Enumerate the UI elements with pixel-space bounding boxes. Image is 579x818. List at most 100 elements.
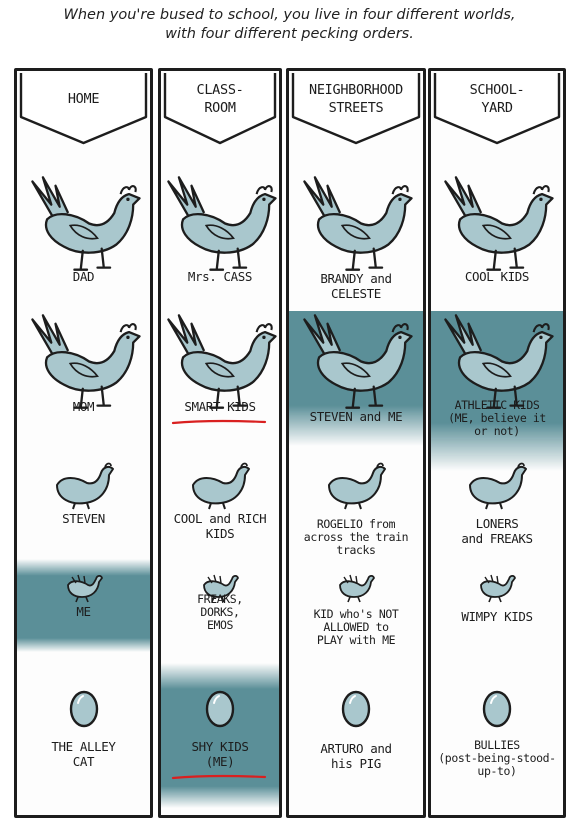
chicken-medium-icon bbox=[469, 462, 527, 510]
column-header: SCHOOL- YARD bbox=[431, 81, 563, 117]
column-header-line: ROOM bbox=[204, 100, 236, 116]
rank-label: WIMPY KIDS bbox=[431, 609, 563, 624]
rank-label-line: (ME) bbox=[205, 754, 235, 769]
rank-label-line: SHY KIDS bbox=[191, 739, 249, 754]
chicken-large-icon bbox=[444, 176, 554, 271]
chicken-small-icon bbox=[66, 574, 103, 603]
rank-label-line: BULLIES bbox=[474, 738, 520, 752]
column-body: CLASS- ROOM Mrs. CASS SMART KIDS COOL and RI… bbox=[161, 71, 279, 815]
column-header-line: HOME bbox=[67, 91, 100, 107]
chicken-large-icon bbox=[30, 314, 141, 409]
chicken-large-icon bbox=[167, 314, 277, 409]
column-header-line: NEIGHBORHOOD bbox=[309, 82, 403, 98]
highlight-band bbox=[17, 559, 150, 652]
egg-icon bbox=[69, 690, 98, 728]
rank-label-line: and FREAKS bbox=[461, 531, 533, 546]
rank-label-line: STEVEN and ME bbox=[309, 409, 403, 424]
rank-label: FREAKS,DORKS,EMOS bbox=[161, 593, 279, 632]
rank-label-line: (ME, believe it bbox=[448, 411, 546, 425]
rank-label-line: WIMPY KIDS bbox=[461, 609, 533, 624]
rank-label-line: across the train bbox=[303, 530, 409, 544]
header-banner-icon bbox=[433, 73, 561, 145]
rank-label-line: ATHLETIC KIDS bbox=[454, 398, 540, 412]
rank-label-line: KID who's NOT bbox=[313, 607, 399, 621]
red-underline bbox=[171, 774, 267, 780]
chicken-medium-icon bbox=[55, 462, 114, 510]
red-underline bbox=[171, 419, 267, 425]
egg-icon bbox=[341, 690, 371, 728]
rank-label: COOL KIDS bbox=[431, 269, 563, 284]
world-column-4: SCHOOL- YARD COOL KIDS ATHLETIC KIDS(ME, be… bbox=[428, 68, 566, 818]
header-banner-icon bbox=[19, 73, 148, 145]
chicken-small-icon bbox=[203, 574, 239, 603]
rank-label: SHY KIDS(ME) bbox=[161, 739, 279, 769]
rank-label-line: THE ALLEY bbox=[51, 739, 116, 754]
rank-label-line: up-to) bbox=[477, 764, 517, 778]
rank-label-line: KIDS bbox=[205, 526, 235, 541]
rank-label-line: LONERS bbox=[475, 516, 519, 531]
rank-label: STEVEN and ME bbox=[289, 409, 423, 424]
egg-icon bbox=[205, 690, 235, 728]
chicken-medium-icon bbox=[328, 462, 386, 510]
rank-label-line: (post-being-stood- bbox=[438, 751, 556, 765]
rank-label: MOM bbox=[17, 399, 150, 414]
column-header: HOME bbox=[17, 90, 150, 108]
rank-label-line: Mrs. CASS bbox=[187, 269, 253, 284]
rank-label-line: SMART KIDS bbox=[184, 399, 256, 414]
rank-label-line: COOL KIDS bbox=[464, 269, 530, 284]
chicken-large-icon bbox=[30, 176, 141, 271]
rank-label: BULLIES(post-being-stood-up-to) bbox=[431, 739, 563, 778]
rank-label-line: CAT bbox=[72, 754, 95, 769]
rank-label-line: his PIG bbox=[331, 756, 381, 771]
rank-label-line: DAD bbox=[72, 269, 95, 284]
column-header-line: STREETS bbox=[328, 100, 384, 116]
rank-label-line: ROGELIO from bbox=[316, 517, 396, 531]
rank-label-line: ALLOWED to bbox=[323, 620, 389, 634]
chicken-large-icon bbox=[167, 176, 277, 271]
header-banner-icon bbox=[163, 73, 277, 145]
column-header-line: CLASS- bbox=[196, 82, 244, 98]
rank-label-line: BRANDY and bbox=[320, 271, 392, 286]
header-banner-icon bbox=[291, 73, 421, 145]
egg-icon bbox=[482, 690, 512, 728]
chicken-large-icon bbox=[303, 314, 413, 409]
rank-label-line: PLAY with ME bbox=[316, 633, 396, 647]
rank-label-line: tracks bbox=[336, 543, 376, 557]
rank-label: ME bbox=[17, 604, 150, 619]
chicken-large-icon bbox=[303, 176, 413, 271]
column-header: NEIGHBORHOOD STREETS bbox=[289, 81, 423, 117]
column-header: CLASS- ROOM bbox=[161, 81, 279, 117]
column-body: SCHOOL- YARD COOL KIDS ATHLETIC KIDS(ME, be… bbox=[431, 71, 563, 815]
rank-label-line: STEVEN bbox=[62, 511, 105, 526]
rank-label: Mrs. CASS bbox=[161, 269, 279, 284]
rank-label-line: EMOS bbox=[206, 618, 234, 632]
chicken-small-icon bbox=[480, 574, 516, 603]
rank-label: DAD bbox=[17, 269, 150, 284]
rank-label: SMART KIDS bbox=[161, 399, 279, 414]
rank-label-line: ARTURO and bbox=[320, 741, 392, 756]
chicken-large-icon bbox=[444, 314, 554, 409]
rank-label: STEVEN bbox=[17, 511, 150, 526]
rank-label-line: ME bbox=[76, 604, 91, 619]
column-header-line: SCHOOL- bbox=[469, 82, 525, 98]
caption: When you're bused to school, you live in… bbox=[0, 6, 579, 44]
rank-label-line: or not) bbox=[474, 424, 520, 438]
caption-line-1: When you're bused to school, you live in… bbox=[63, 7, 516, 23]
rank-label-line: COOL and RICH bbox=[173, 511, 267, 526]
world-column-2: CLASS- ROOM Mrs. CASS SMART KIDS COOL and RI… bbox=[158, 68, 282, 818]
column-header-line: YARD bbox=[481, 100, 513, 116]
highlight-band bbox=[161, 663, 279, 808]
rank-label-line: CELESTE bbox=[331, 286, 381, 301]
